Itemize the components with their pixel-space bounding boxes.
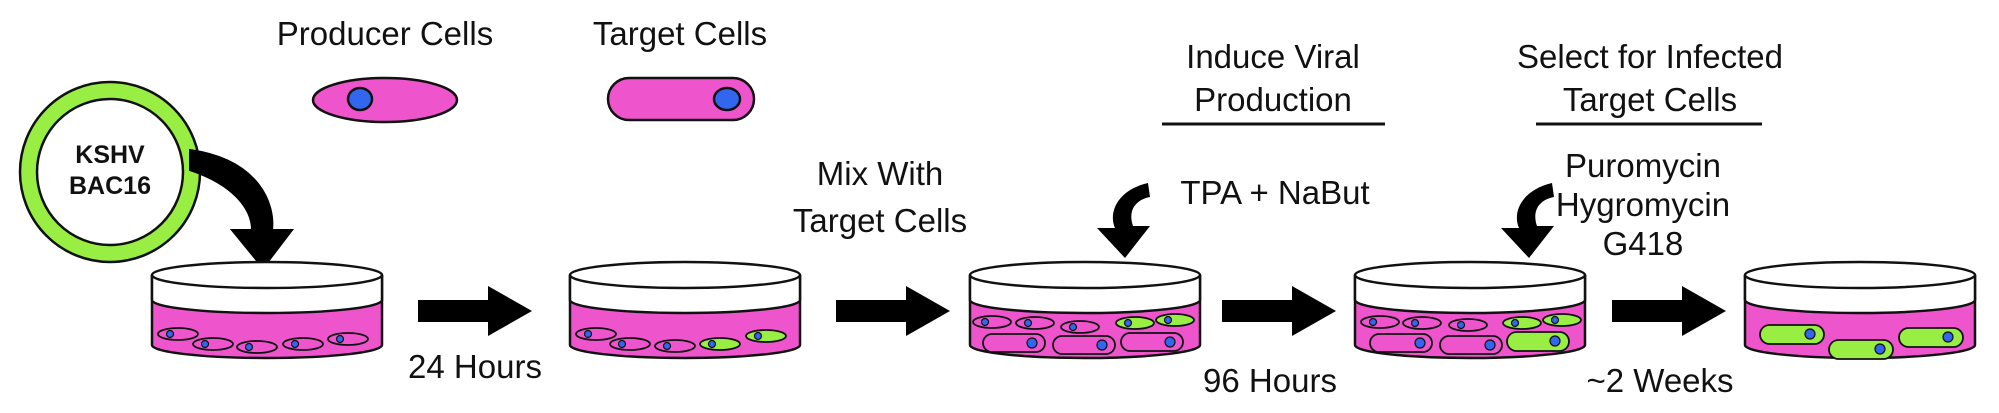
producer-cell [1060, 320, 1100, 334]
producer-cell-legend: Producer Cells [277, 15, 493, 124]
dish-3-rim [968, 260, 1202, 290]
infected-producer-cell [1502, 316, 1542, 330]
producer-cell [1402, 316, 1442, 330]
label-96-hours: 96 Hours [1203, 362, 1337, 399]
target-cell [1369, 333, 1433, 353]
target-cell [1439, 335, 1503, 355]
infected-producer-cell [1115, 316, 1155, 330]
target-cells-label: Target Cells [593, 15, 767, 52]
target-nucleus [712, 86, 742, 112]
plasmid-label-line1: KSHV [75, 141, 145, 169]
tpa-nabut-label: TPA + NaBut [1180, 174, 1369, 211]
dish-4 [1353, 260, 1587, 360]
producer-nucleus [346, 86, 374, 112]
infected-producer-cell [1155, 313, 1195, 327]
drug-puromycin: Puromycin [1565, 147, 1721, 184]
dish-2-rim [568, 260, 802, 290]
producer-cell [654, 339, 696, 353]
select-line1: Select for Infected [1517, 38, 1783, 75]
mix-label-line1: Mix With [817, 155, 944, 192]
induce-line1: Induce Viral [1186, 38, 1360, 75]
producer-cell-shape [311, 76, 459, 124]
curved-arrow-icon [1501, 183, 1554, 258]
producer-cell [236, 340, 278, 354]
target-cell-shape [606, 76, 756, 122]
right-arrow-icon [418, 286, 532, 336]
dish-2 [568, 260, 802, 360]
right-arrow-icon [1612, 286, 1726, 336]
drug-hygromycin: Hygromycin [1556, 186, 1730, 223]
dish-5-rim [1743, 260, 1977, 290]
select-line2: Target Cells [1563, 81, 1737, 118]
infected-producer-cell [745, 329, 787, 343]
producer-cell [192, 337, 234, 351]
dish-3 [968, 260, 1202, 360]
plasmid-ring [19, 81, 201, 263]
dish-4-rim [1353, 260, 1587, 290]
dish-5 [1743, 260, 1977, 360]
transfection-arrow [189, 148, 295, 270]
producer-cell [972, 315, 1012, 329]
select-heading: Select for Infected Target Cells [1517, 38, 1783, 126]
producer-cell [1015, 316, 1055, 330]
plasmid-label-line2: BAC16 [69, 172, 151, 200]
label-2-weeks: ~2 Weeks [1586, 362, 1733, 399]
producer-cell [575, 327, 617, 341]
dish-1 [150, 260, 384, 360]
producer-cells-label: Producer Cells [277, 15, 493, 52]
infected-producer-cell [1542, 313, 1582, 327]
right-arrow-icon [836, 286, 950, 336]
dish-1-rim [150, 260, 384, 290]
producer-cell [1360, 315, 1400, 329]
induce-line2: Production [1194, 81, 1352, 118]
producer-cell [157, 327, 199, 341]
kshv-bac16-plasmid: KSHV BAC16 [18, 80, 202, 264]
label-24-hours: 24 Hours [408, 348, 542, 385]
drug-g418: G418 [1603, 225, 1684, 262]
infected-producer-cell [699, 337, 741, 351]
producer-cell [1448, 318, 1488, 332]
right-arrow-icon [1222, 286, 1336, 336]
mix-label-line2: Target Cells [793, 202, 967, 239]
producer-cell [327, 332, 369, 346]
producer-cell [282, 337, 324, 351]
curved-arrow-icon [189, 148, 295, 270]
target-cell-legend: Target Cells [593, 15, 767, 122]
induce-heading: Induce Viral Production [1162, 38, 1385, 126]
curved-arrow-icon [1097, 183, 1150, 258]
producer-cell [609, 337, 651, 351]
